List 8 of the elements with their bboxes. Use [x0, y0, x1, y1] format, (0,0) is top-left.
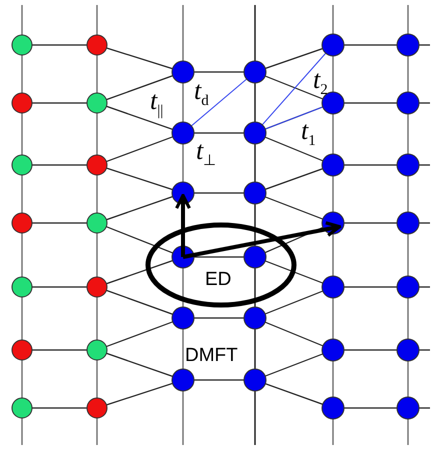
region-label: DMFT [185, 344, 238, 368]
ellipse-region [145, 222, 297, 308]
hopping-label: t$_{⊥}$ [196, 138, 216, 172]
hopping-label: t$_{1}$ [301, 118, 316, 152]
hopping-label: t$_{||}$ [150, 88, 164, 122]
region-label: ED [205, 270, 232, 290]
hopping-label: t$_{d}$ [194, 78, 209, 112]
hopping-label: t$_{2}$ [313, 67, 328, 100]
